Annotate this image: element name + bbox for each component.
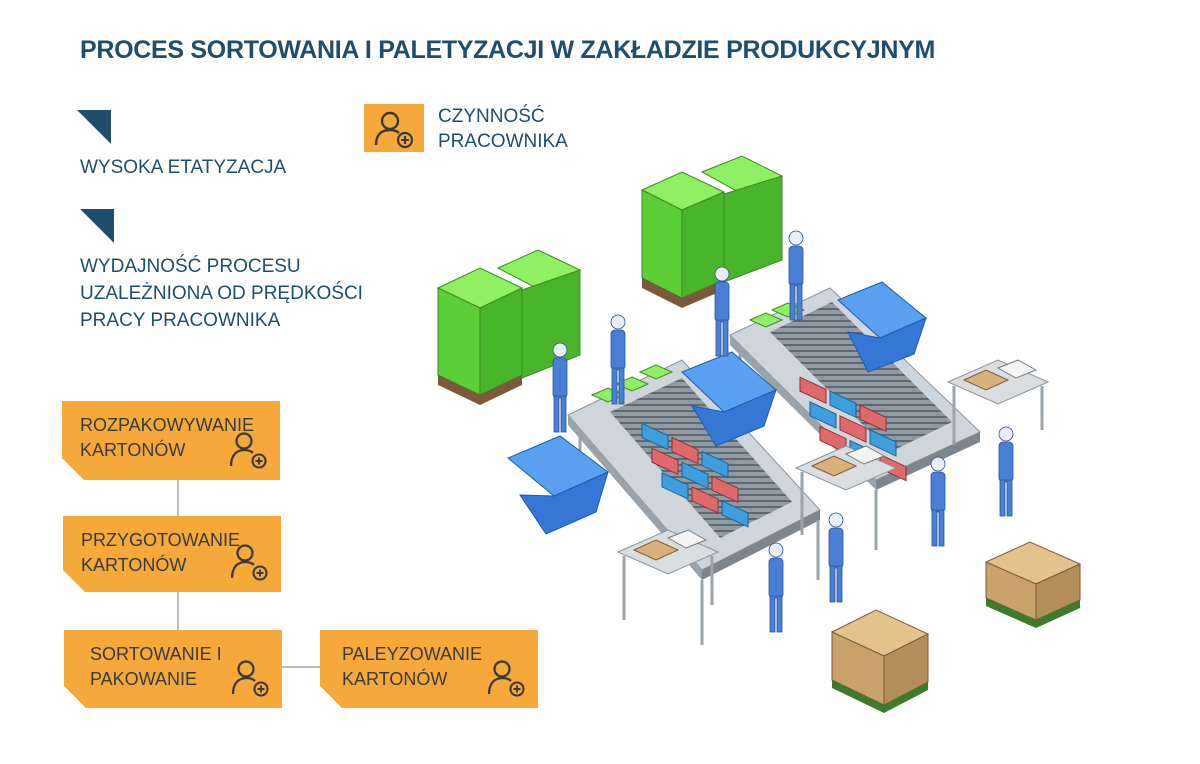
worker-figure [768, 542, 784, 633]
card-fold [320, 686, 342, 708]
pallet-cartons [830, 609, 930, 713]
triangle-marker-icon [77, 110, 111, 144]
worker-action-icon [230, 544, 268, 581]
card-fold [63, 570, 85, 592]
feature-line: WYSOKA ETATYZACJA [80, 157, 287, 178]
step-label: ROZPAKOWYWANIE KARTONÓW [80, 413, 254, 463]
blue-bin [837, 281, 927, 373]
card-fold [64, 686, 86, 708]
carton-table [794, 445, 898, 535]
triangle-marker-icon [80, 209, 114, 243]
step-line: KARTONÓW [81, 555, 187, 575]
worker-action-icon [231, 660, 269, 697]
connector-line [177, 592, 179, 630]
step-card-preparation: PRZYGOTOWANIE KARTONÓW [63, 516, 281, 592]
card-fold [62, 458, 84, 480]
step-card-sorting-packing: SORTOWANIE I PAKOWANIE [64, 630, 282, 708]
feature-line: UZALEŻNIONA OD PRĘDKOŚCI [80, 283, 363, 304]
connector-line [177, 480, 179, 516]
pallet-cartons [984, 541, 1082, 628]
pallet-stack-green [640, 155, 784, 308]
feature-line: WYDAJNOŚĆ PROCESU [80, 256, 301, 277]
worker-figure [828, 512, 844, 603]
legend-swatch [364, 104, 424, 152]
blue-bin [507, 435, 609, 535]
step-line: KARTONÓW [342, 669, 448, 689]
worker-figure [788, 230, 804, 321]
step-card-palletizing: PALEYZOWANIE KARTONÓW [320, 630, 538, 708]
step-label: SORTOWANIE I PAKOWANIE [90, 642, 222, 692]
step-line: PAKOWANIE [90, 669, 198, 689]
crates-blue-red [641, 422, 749, 528]
carton-table [616, 529, 720, 620]
step-line: ROZPAKOWYWANIE [80, 415, 255, 435]
worker-figure [610, 314, 626, 405]
sorting-table [567, 359, 821, 645]
worker-action-icon [374, 111, 414, 149]
legend-line: CZYNNOŚĆ [438, 106, 545, 127]
legend-label: CZYNNOŚĆ PRACOWNIKA [438, 104, 568, 154]
worker-figure [930, 456, 946, 547]
feature-line: PRACY PRACOWNIKA [80, 310, 281, 331]
blue-bin [681, 351, 777, 447]
connector-line [282, 666, 322, 668]
feature-high-staffing: WYSOKA ETATYZACJA [80, 154, 286, 181]
worker-figure [998, 426, 1014, 517]
feature-process-efficiency: WYDAJNOŚĆ PROCESU UZALEŻNIONA OD PRĘDKOŚ… [80, 253, 363, 334]
legend-line: PRACOWNIKA [438, 131, 568, 152]
page-title: PROCES SORTOWANIA I PALETYZACJI W ZAKŁAD… [80, 36, 936, 64]
worker-action-icon [229, 432, 267, 469]
step-line: PALEYZOWANIE [342, 644, 483, 664]
worker-figure [714, 266, 730, 357]
step-line: PRZYGOTOWANIE [81, 530, 241, 550]
worker-figure [552, 342, 568, 433]
carton-table [946, 359, 1050, 445]
worker-action-icon [487, 660, 525, 697]
step-label: PALEYZOWANIE KARTONÓW [342, 642, 482, 692]
factory-illustration [436, 155, 1082, 713]
step-card-unpacking: ROZPAKOWYWANIE KARTONÓW [62, 401, 280, 480]
step-line: KARTONÓW [80, 440, 186, 460]
step-label: PRZYGOTOWANIE KARTONÓW [81, 528, 240, 578]
step-line: SORTOWANIE I [90, 644, 222, 664]
